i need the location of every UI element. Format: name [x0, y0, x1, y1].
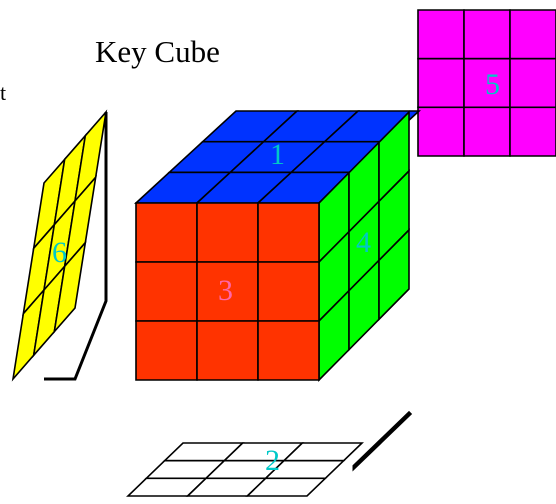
face-5-back-panel: 5: [417, 9, 556, 157]
face-3-cell-r2-c3: [257, 261, 320, 322]
face-4-label: 4: [356, 226, 371, 259]
face-3-cell-r1-c1: [135, 202, 198, 263]
face-5-label: 5: [485, 68, 500, 101]
face-2-shadow-edge: [352, 410, 413, 472]
face-5-cell-r3-c1: [417, 106, 465, 157]
face-5-cell-r1-c3: [509, 9, 556, 60]
face-2-bottom-panel: 2: [126, 442, 364, 497]
face-1-label: 1: [270, 138, 285, 171]
stray-mark: t: [0, 80, 6, 105]
face-3-cell-r1-c3: [257, 202, 320, 263]
face-1-grid: [133, 110, 422, 204]
face-2-label: 2: [265, 444, 280, 477]
face-6-label: 6: [52, 236, 67, 269]
face-4-cell-r3-c3: [378, 228, 410, 322]
face-1-top: 1: [133, 110, 422, 204]
face-6-cell-r3-c3: [53, 240, 87, 335]
face-3-front: 3: [135, 202, 320, 381]
face-6-left-panel: 6: [11, 109, 108, 382]
diagram-title: Key Cube: [95, 34, 220, 69]
face-3-cell-r1-c2: [196, 202, 259, 263]
face-3-cell-r2-c1: [135, 261, 198, 322]
face-5-cell-r1-c1: [417, 9, 465, 60]
face-3-cell-r3-c3: [257, 320, 320, 381]
face-6-shadow-edge: [44, 112, 108, 381]
face-5-cell-r3-c2: [463, 106, 511, 157]
face-3-cell-r3-c1: [135, 320, 198, 381]
face-3-cell-r3-c2: [196, 320, 259, 381]
face-5-grid: [417, 9, 556, 157]
face-5-cell-r2-c3: [509, 57, 556, 109]
face-2-cell-r3-c3: [245, 477, 328, 497]
face-5-cell-r3-c3: [509, 106, 556, 157]
main-cube: 1 4 3: [133, 110, 422, 382]
face-6-grid: [11, 109, 108, 382]
face-1-cell-r3-c3: [322, 110, 422, 143]
face-3-label: 3: [218, 274, 233, 307]
face-5-cell-r1-c2: [463, 9, 511, 60]
face-2-grid: [126, 442, 364, 497]
face-3-grid: [135, 202, 320, 381]
face-5-cell-r2-c1: [417, 57, 465, 109]
